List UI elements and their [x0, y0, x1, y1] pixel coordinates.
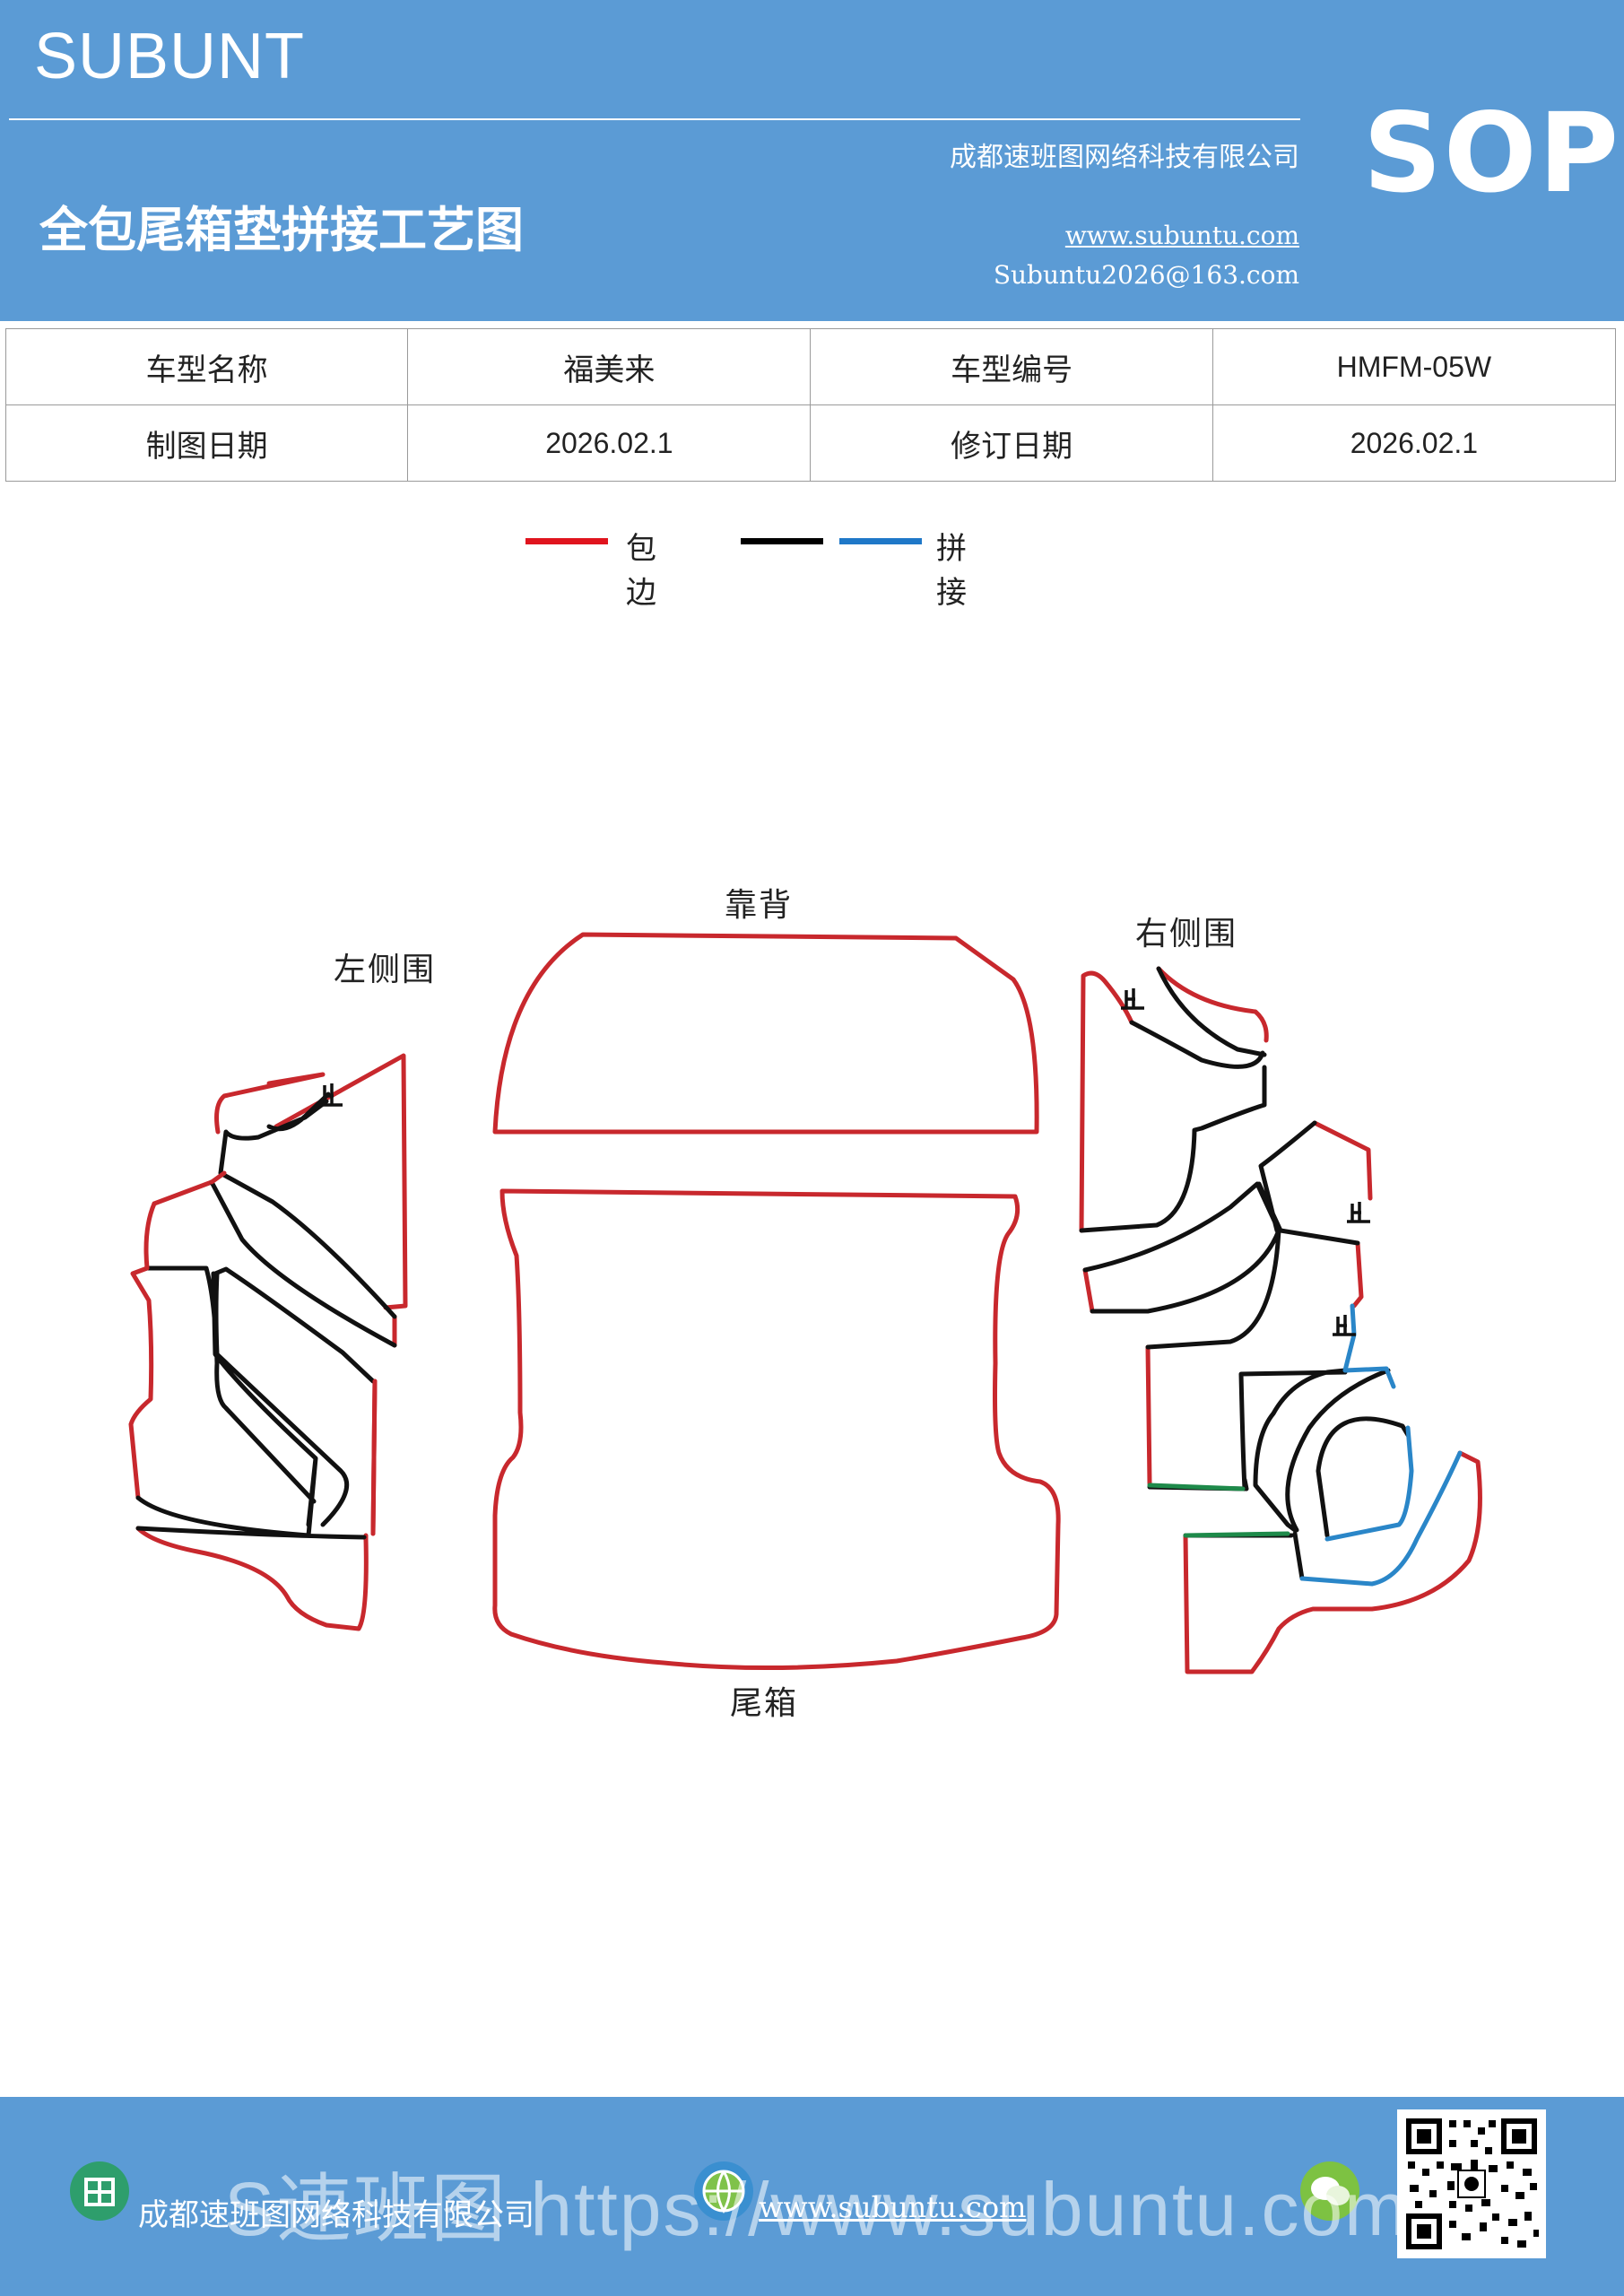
right-side-group [1079, 966, 1482, 1674]
right-side-red-edges [1079, 966, 1482, 1674]
table-cell: 2026.02.1 [1211, 404, 1617, 482]
email-address[interactable]: Subuntu2026@163.com [993, 260, 1299, 290]
table-cell: 修订日期 [810, 404, 1213, 482]
company-name: 成都速班图网络科技有限公司 [950, 142, 1299, 173]
right-side-blue-seams [1299, 1303, 1463, 1587]
table-cell: 车型编号 [810, 328, 1213, 405]
table-row: 制图日期 2026.02.1 修订日期 2026.02.1 [4, 404, 1617, 482]
header-divider [9, 118, 1300, 120]
left-side-black-seams [135, 1091, 397, 1540]
left-side-red-edges [128, 1053, 408, 1631]
footer-company-name: 成都速班图网络科技有限公司 [138, 2197, 534, 2233]
right-side-green-seams [1147, 1483, 1290, 1538]
table-cell: HMFM-05W [1211, 328, 1617, 405]
vehicle-info-table: 车型名称 福美来 车型编号 HMFM-05W 制图日期 2026.02.1 修订… [4, 328, 1617, 482]
building-icon [70, 2161, 129, 2221]
wechat-icon [1300, 2161, 1359, 2221]
legend-red-line [525, 538, 608, 544]
table-cell: 2026.02.1 [407, 404, 812, 482]
label-right-side: 右侧围 [1135, 916, 1238, 952]
table-row: 车型名称 福美来 车型编号 HMFM-05W [4, 328, 1617, 405]
footer-band: 成都速班图网络科技有限公司 www.subuntu.com S速班图 https… [0, 2097, 1624, 2296]
legend-label-seam: 拼接 [936, 531, 967, 611]
right-side-black-seams [1079, 966, 1411, 1581]
footer-watermark: S速班图 https://www.subuntu.com [224, 2167, 1410, 2251]
brand-logo-text: SUBUNT [34, 21, 306, 92]
left-side-group [128, 1053, 408, 1631]
label-left-side: 左侧围 [334, 952, 437, 988]
table-cell: 制图日期 [4, 404, 409, 482]
stop-mark-right-top [1121, 988, 1144, 1010]
stop-mark-right-low [1333, 1315, 1356, 1336]
label-trunk: 尾箱 [730, 1685, 799, 1722]
document-title: 全包尾箱垫拼接工艺图 [39, 202, 524, 258]
stop-mark-left [319, 1083, 343, 1107]
legend-blue-line [839, 538, 922, 544]
globe-icon [694, 2161, 753, 2221]
legend-black-line [741, 538, 823, 544]
footer-website-link[interactable]: www.subuntu.com [759, 2190, 1027, 2224]
table-cell: 车型名称 [4, 328, 409, 405]
header-band: SUBUNT 全包尾箱垫拼接工艺图 成都速班图网络科技有限公司 www.subu… [0, 0, 1624, 321]
stop-mark-right-mid [1347, 1202, 1370, 1223]
left-side-outer-red [143, 1170, 378, 1536]
stop-marks [319, 988, 1370, 1336]
website-link[interactable]: www.subuntu.com [1064, 221, 1299, 250]
back-panel-outline [492, 932, 1039, 1135]
label-back: 靠背 [725, 887, 794, 924]
sop-badge: SOP [1363, 90, 1620, 217]
table-cell: 福美来 [407, 328, 812, 405]
legend-label-edge: 包边 [626, 531, 656, 611]
qr-code[interactable] [1397, 2109, 1546, 2258]
trunk-panel-outline [492, 1188, 1061, 1671]
